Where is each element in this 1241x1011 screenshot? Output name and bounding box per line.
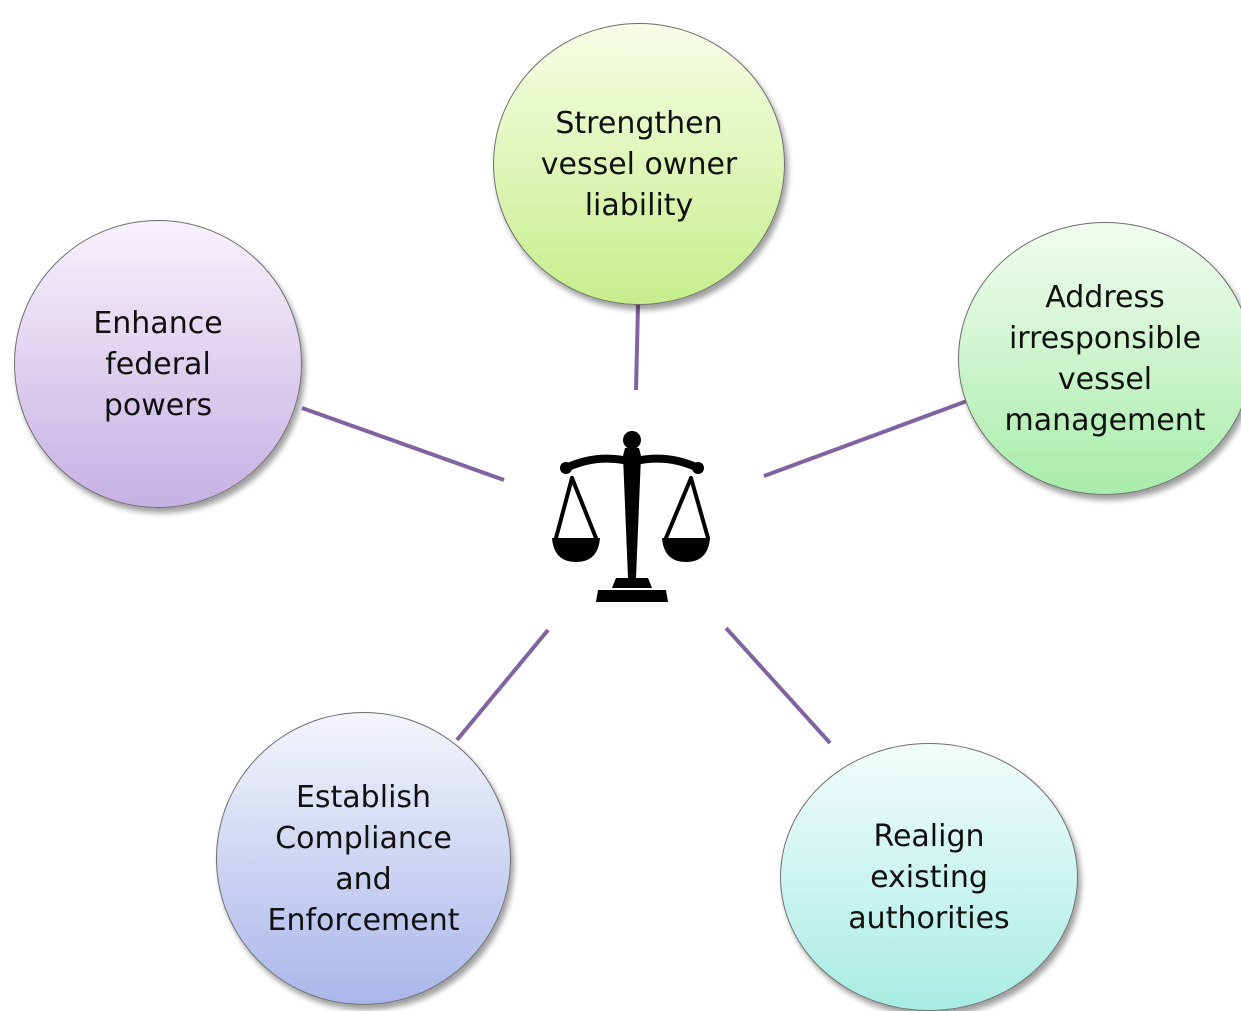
node-label: Realign existing authorities xyxy=(848,816,1009,939)
node-label-line: Compliance xyxy=(275,820,452,856)
node-label-line: and xyxy=(335,861,392,897)
node-label-line: existing xyxy=(870,859,988,895)
connector-bottom-right xyxy=(724,626,832,745)
node-realign-existing-authorities: Realign existing authorities xyxy=(780,743,1078,1011)
node-label-line: Enforcement xyxy=(267,902,460,938)
node-label-line: federal xyxy=(105,346,211,382)
scales-of-justice-icon xyxy=(552,431,710,602)
node-label-line: Enhance xyxy=(93,305,223,341)
node-enhance-federal-powers: Enhance federal powers xyxy=(14,220,302,508)
node-strengthen-vessel-owner-liability: Strengthen vessel owner liability xyxy=(493,23,785,305)
node-label: Strengthen vessel owner liability xyxy=(541,103,738,226)
connector-top xyxy=(634,304,640,391)
node-label-line: Strengthen xyxy=(555,105,723,141)
node-label-line: liability xyxy=(584,187,694,223)
node-label-line: authorities xyxy=(848,900,1010,936)
node-label-line: vessel owner xyxy=(540,146,738,182)
connector-left xyxy=(301,406,505,482)
node-label-line: Address xyxy=(1045,279,1165,315)
node-label-line: Realign xyxy=(873,818,985,854)
node-label-line: Establish xyxy=(295,779,432,815)
node-label-line: vessel xyxy=(1057,361,1153,397)
connector-bottom-left xyxy=(455,628,550,742)
connector-right xyxy=(763,399,968,478)
node-label-line: irresponsible xyxy=(1008,320,1202,356)
node-label: Enhance federal powers xyxy=(93,303,222,426)
node-label: Address irresponsible vessel management xyxy=(1005,277,1206,441)
node-address-irresponsible-vessel-management: Address irresponsible vessel management xyxy=(958,222,1241,495)
node-label-line: powers xyxy=(103,387,213,423)
node-label-line: management xyxy=(1004,402,1206,438)
